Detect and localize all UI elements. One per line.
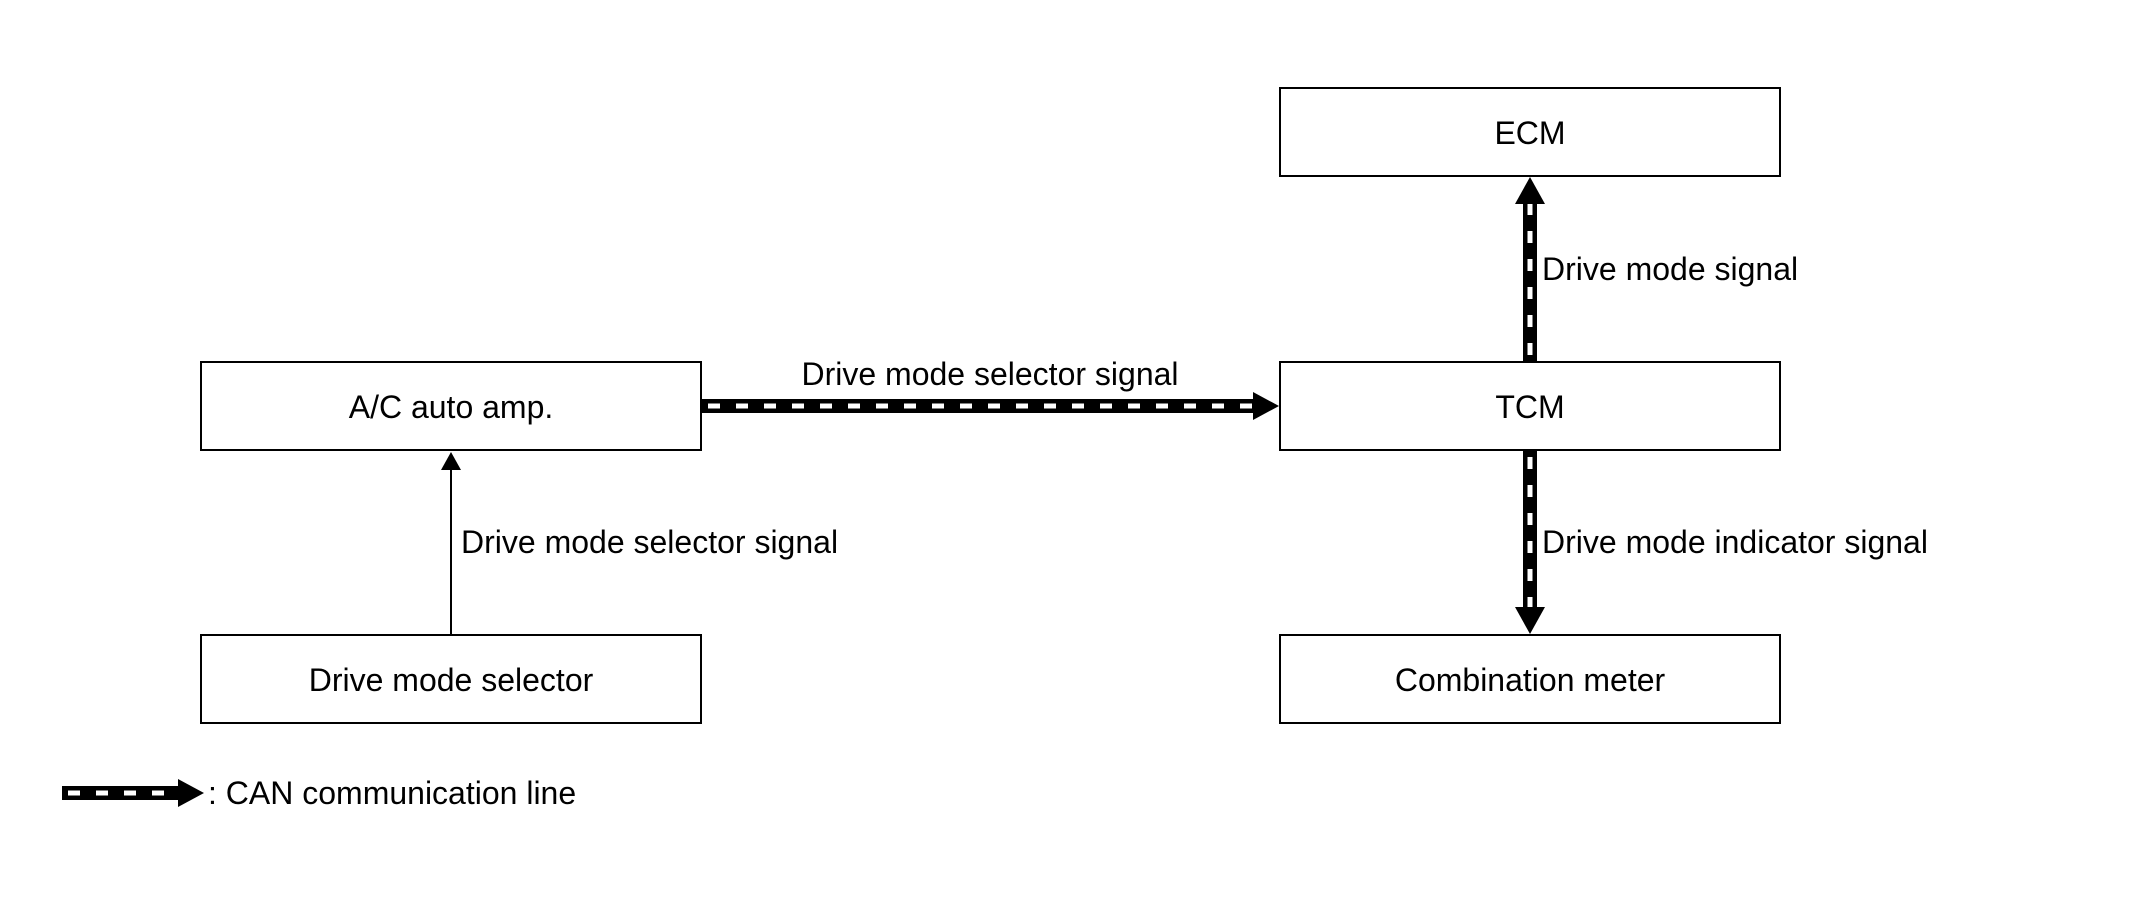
box-ecm: ECM xyxy=(1279,87,1781,177)
signal-selector-to-ac-label: Drive mode selector signal xyxy=(461,524,838,560)
box-ac-auto-amp-label: A/C auto amp. xyxy=(349,389,554,425)
can-line-tcm-to-meter xyxy=(1515,451,1545,634)
box-combination-meter-label: Combination meter xyxy=(1395,662,1666,698)
box-drive-mode-selector-label: Drive mode selector xyxy=(309,662,594,698)
legend-can-line-label: : CAN communication line xyxy=(208,775,576,811)
can-line-tcm-to-ecm xyxy=(1515,177,1545,361)
legend-can-line-sample xyxy=(62,779,204,807)
signal-tcm-to-meter-label: Drive mode indicator signal xyxy=(1542,524,1928,560)
box-ac-auto-amp: A/C auto amp. xyxy=(200,361,702,451)
box-tcm: TCM xyxy=(1279,361,1781,451)
arrow-selector-to-ac xyxy=(441,452,461,635)
signal-ac-to-tcm-label: Drive mode selector signal xyxy=(801,356,1178,392)
box-combination-meter: Combination meter xyxy=(1279,634,1781,724)
box-ecm-label: ECM xyxy=(1494,115,1565,151)
signal-tcm-to-ecm-label: Drive mode signal xyxy=(1542,251,1798,287)
box-tcm-label: TCM xyxy=(1495,389,1564,425)
box-drive-mode-selector: Drive mode selector xyxy=(200,634,702,724)
can-line-ac-to-tcm xyxy=(702,392,1279,420)
